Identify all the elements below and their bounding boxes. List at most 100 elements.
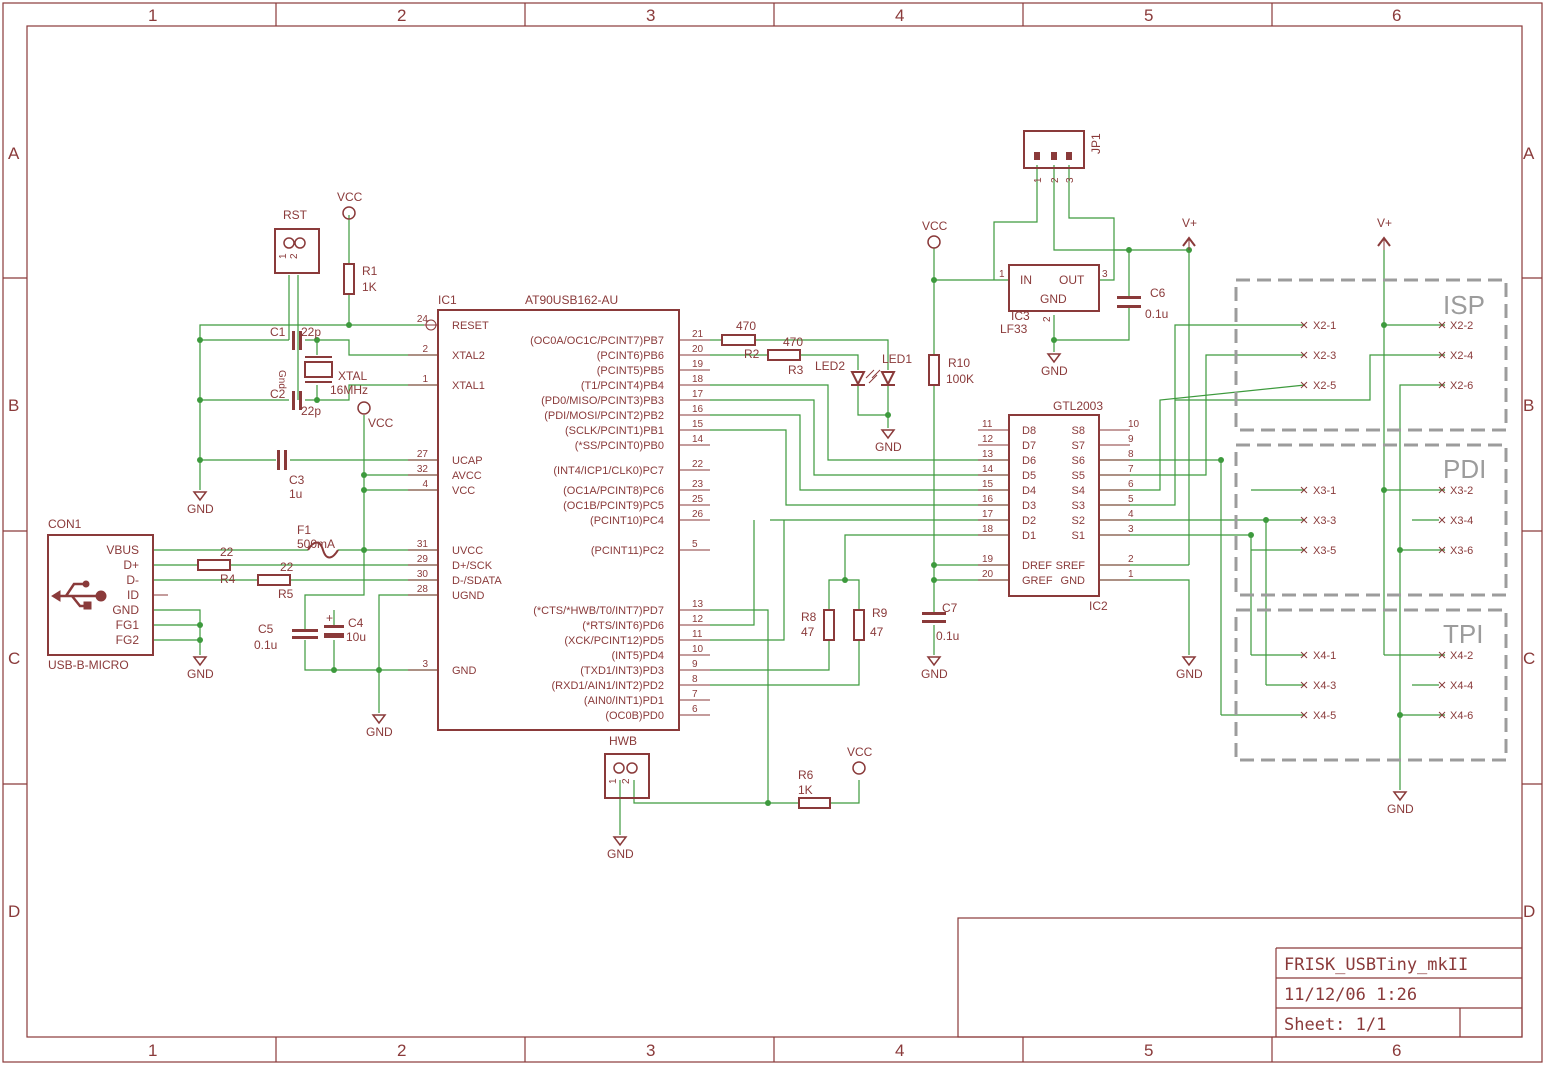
pdi-pin-left: X3-1 [1300, 485, 1336, 497]
header-pin-cross [1300, 681, 1308, 689]
ic1-pin-name: XTAL1 [452, 380, 485, 392]
ic2-pin-name: S5 [1072, 470, 1085, 482]
r9-ref: R9 [872, 606, 888, 620]
header-pin-cross [1300, 381, 1308, 389]
pdi-pin-right: X3-2 [1438, 485, 1473, 497]
ic1-pin-name: (INT4/ICP1/CLK0)PC7 [553, 465, 664, 477]
ic2-pin-num: 15 [982, 479, 994, 490]
frame-row-d: D [8, 902, 20, 921]
r1-value: 1K [362, 280, 377, 294]
rst-pin-2: 2 [289, 253, 300, 259]
ic1-pin-name: RESET [452, 320, 489, 332]
c7-value: 0.1u [936, 629, 959, 643]
ic2-pin-num: 4 [1128, 509, 1134, 520]
r9-value: 47 [870, 625, 884, 639]
junctions [197, 247, 1403, 806]
ic2-pin-name: S2 [1072, 515, 1085, 527]
gnd-2-label: GND [187, 667, 214, 681]
ic1-pin-name: XTAL2 [452, 350, 485, 362]
ic1-pin-num: 14 [692, 434, 704, 445]
ic1-pin-22: 22(INT4/ICP1/CLK0)PC7 [553, 459, 710, 477]
resistors: R1 1K 470 R2 470 R3 22 R4 22 R5 R6 1K R8… [197, 263, 974, 809]
r4-value: 22 [220, 545, 234, 559]
f1-ref: F1 [297, 523, 311, 537]
ic1-pin-name: (PDI/MOSI/PCINT2)PB2 [544, 410, 664, 422]
crystal-xtal: XTAL 16MHz Gnd [276, 356, 368, 397]
ic2-pin-9: 9S7 [1072, 434, 1134, 452]
leds: LED2 LED1 [815, 352, 912, 387]
ic1-pin-num: 24 [417, 314, 429, 325]
pdi-title: PDI [1443, 454, 1486, 484]
frame-col-1: 1 [148, 6, 157, 25]
r3-body [767, 349, 801, 361]
rst-label: RST [283, 208, 308, 222]
ic2-pin-name: S6 [1072, 455, 1085, 467]
ic1-pin-num: 30 [417, 569, 429, 580]
ic1-pin-name: (*SS/PCINT0)PB0 [575, 440, 664, 452]
jp1-pin-3: 3 [1065, 177, 1076, 183]
ic1-pin-name: (OC1B/PCINT9)PC5 [563, 500, 664, 512]
ic2-pin-3: 3S1 [1072, 524, 1134, 542]
led2-label: LED2 [815, 359, 845, 373]
isp-pin-left: X2-5 [1300, 380, 1336, 392]
header-pin-label: X2-1 [1313, 320, 1336, 332]
r10-value: 100K [946, 372, 974, 386]
ic1-pin-name: (AIN0/INT1)PD1 [584, 695, 664, 707]
ic1-pin-num: 9 [692, 659, 698, 670]
gnd-1-symbol: GND [187, 491, 214, 516]
r8-ref: R8 [801, 610, 817, 624]
con1-pin-dminus: D- [126, 573, 139, 587]
r5-value: 22 [280, 560, 294, 574]
ic1-pin-26: 26(PCINT10)PC4 [590, 509, 710, 527]
con1-usb-connector: CON1 USB-B-MICRO VBUS D+ D- ID GND FG1 F… [47, 517, 168, 672]
c7-ref: C7 [942, 601, 958, 615]
ic2-value: GTL2003 [1053, 399, 1103, 413]
header-pin-cross [1300, 321, 1308, 329]
ic2-pin-name: GND [1061, 575, 1086, 587]
isp-pin-right: X2-4 [1438, 350, 1473, 362]
r3-ref: R3 [788, 363, 804, 377]
ic3-pin-out: 3 [1102, 269, 1108, 280]
isp-pin-left: X2-1 [1300, 320, 1336, 332]
frame-col-1-bottom: 1 [148, 1041, 157, 1060]
hwb-pin-1: 1 [608, 778, 619, 784]
ic3-in-label: IN [1020, 273, 1032, 287]
ic1-pin-num: 25 [692, 494, 704, 505]
header-pin-label: X4-5 [1313, 710, 1336, 722]
ic1-pin-num: 16 [692, 404, 704, 415]
header-pin-cross [1300, 486, 1308, 494]
c1-ref: C1 [270, 325, 286, 339]
c4-plus: + [326, 611, 333, 625]
ic1-pin-14: 14 (*SS/PCINT0)PB0 [575, 434, 710, 452]
ic2-pin-7: 7S5 [1072, 464, 1134, 482]
fuse-f1: F1 500mA [297, 523, 339, 559]
ic1-symbol: IC1 AT90USB162-AU 24RESET2XTAL21XTAL127U… [408, 293, 710, 731]
ic2-pin-num: 1 [1128, 569, 1134, 580]
ic1-pin-25: 25 (OC1B/PCINT9)PC5 [563, 494, 710, 512]
ic1-pin-11: 11(XCK/PCINT12)PD5 [564, 629, 710, 647]
jp1-pin-1: 1 [1033, 177, 1044, 183]
con1-pin-dplus: D+ [123, 558, 139, 572]
header-pin-label: X3-2 [1450, 485, 1473, 497]
header-pin-label: X3-4 [1450, 515, 1473, 527]
gnd-4-symbol: GND [875, 429, 902, 454]
pdi-pin-right: X3-6 [1438, 545, 1473, 557]
con1-pin-id: ID [127, 588, 139, 602]
frame-col-4-bottom: 4 [895, 1041, 904, 1060]
ic2-pin-name: D8 [1022, 425, 1036, 437]
tpi-pin-right: X4-2 [1438, 650, 1473, 662]
sheet-text: Sheet: 1/1 [1284, 1015, 1386, 1035]
ic1-pin-18: 18(T1/PCINT4)PB4 [581, 374, 710, 392]
ic1-pin-num: 27 [417, 449, 429, 460]
hwb-pin-2: 2 [621, 778, 632, 784]
ic2-pin-num: 20 [982, 569, 994, 580]
